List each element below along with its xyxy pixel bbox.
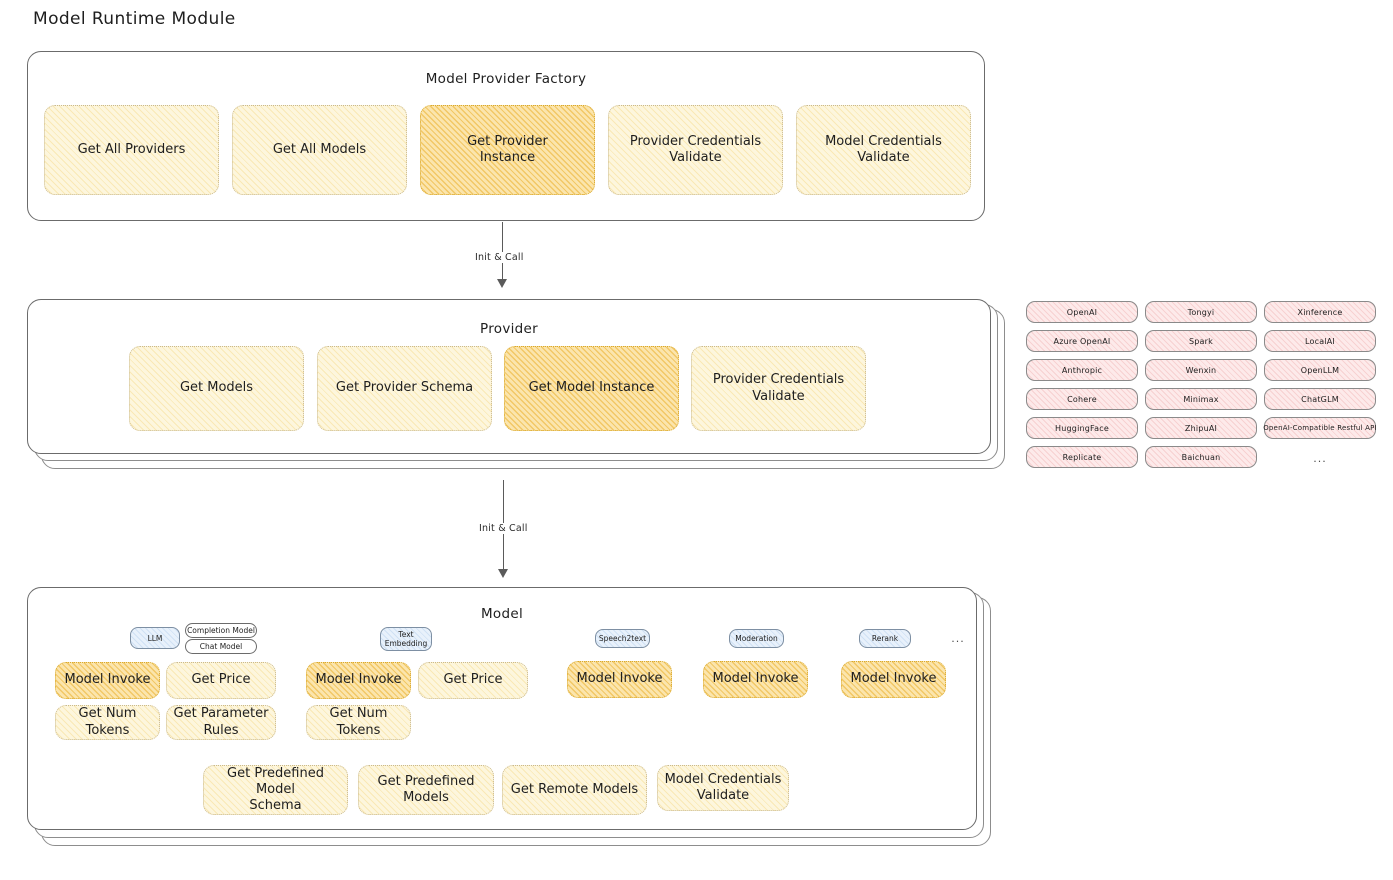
model-subtag-chat-model[interactable]: Chat Model <box>185 639 257 654</box>
model-type-tag-text-embedding[interactable]: Text Embedding <box>380 627 432 651</box>
model-type-tag-llm[interactable]: LLM <box>130 627 180 649</box>
provider-pill-openai[interactable]: OpenAI <box>1026 301 1138 323</box>
model-subtag-completion-model[interactable]: Completion Model <box>185 623 257 638</box>
arrow-provider-to-model-head <box>498 569 508 578</box>
provider-pill-cohere[interactable]: Cohere <box>1026 388 1138 410</box>
provider-pill-minimax[interactable]: Minimax <box>1145 388 1257 410</box>
model-types-more: ... <box>951 632 965 645</box>
model-provider-factory-title: Model Provider Factory <box>425 71 587 87</box>
provider-pill-xinference[interactable]: Xinference <box>1264 301 1376 323</box>
arrow-factory-to-provider-head <box>497 279 507 288</box>
provider-pill-replicate[interactable]: Replicate <box>1026 446 1138 468</box>
factory-method-get-all-models[interactable]: Get All Models <box>232 105 407 195</box>
llm-method-model-invoke[interactable]: Model Invoke <box>55 662 160 699</box>
model-type-tag-moderation[interactable]: Moderation <box>729 629 784 648</box>
model-type-tag-speech2text[interactable]: Speech2text <box>595 629 650 648</box>
rerank-method-model-invoke[interactable]: Model Invoke <box>841 661 946 698</box>
llm-method-get-parameter-rules[interactable]: Get Parameter Rules <box>166 705 276 740</box>
factory-method-get-all-providers[interactable]: Get All Providers <box>44 105 219 195</box>
speech2text-method-model-invoke[interactable]: Model Invoke <box>567 661 672 698</box>
arrow-factory-to-provider-label: Init & Call <box>472 252 527 263</box>
provider-method-get-model-instance[interactable]: Get Model Instance <box>504 346 679 431</box>
model-common-method-model-credentials-validate[interactable]: Model Credentials Validate <box>657 765 789 811</box>
provider-pill-wenxin[interactable]: Wenxin <box>1145 359 1257 381</box>
provider-pill-zhipuai[interactable]: ZhipuAI <box>1145 417 1257 439</box>
text-embedding-method-model-invoke[interactable]: Model Invoke <box>306 662 411 699</box>
model-common-method-get-predefined-model-schema[interactable]: Get Predefined Model Schema <box>203 765 348 815</box>
model-common-method-get-remote-models[interactable]: Get Remote Models <box>502 765 647 815</box>
text-embedding-method-get-price[interactable]: Get Price <box>418 662 528 699</box>
page-title: Model Runtime Module <box>33 9 236 29</box>
provider-pill-openai-compatible-restful-api[interactable]: OpenAI-Compatible Restful API <box>1263 417 1377 439</box>
arrow-provider-to-model-label: Init & Call <box>476 523 531 534</box>
provider-method-get-provider-schema[interactable]: Get Provider Schema <box>317 346 492 431</box>
model-common-method-get-predefined-models[interactable]: Get Predefined Models <box>358 765 494 815</box>
factory-method-provider-credentials-validate[interactable]: Provider Credentials Validate <box>608 105 783 195</box>
moderation-method-model-invoke[interactable]: Model Invoke <box>703 661 808 698</box>
llm-method-get-num-tokens[interactable]: Get Num Tokens <box>55 705 160 740</box>
provider-pill-anthropic[interactable]: Anthropic <box>1026 359 1138 381</box>
model-type-tag-rerank[interactable]: Rerank <box>859 629 911 648</box>
model-title: Model <box>480 606 524 622</box>
factory-method-model-credentials-validate[interactable]: Model Credentials Validate <box>796 105 971 195</box>
provider-pill-openllm[interactable]: OpenLLM <box>1264 359 1376 381</box>
text-embedding-method-get-num-tokens[interactable]: Get Num Tokens <box>306 705 411 740</box>
llm-method-get-price[interactable]: Get Price <box>166 662 276 699</box>
factory-method-get-provider-instance[interactable]: Get Provider Instance <box>420 105 595 195</box>
provider-method-get-models[interactable]: Get Models <box>129 346 304 431</box>
provider-list-more: ... <box>1313 452 1327 465</box>
provider-pill-localai[interactable]: LocalAI <box>1264 330 1376 352</box>
provider-pill-azure-openai[interactable]: Azure OpenAI <box>1026 330 1138 352</box>
provider-title: Provider <box>480 321 538 337</box>
provider-pill-tongyi[interactable]: Tongyi <box>1145 301 1257 323</box>
provider-pill-chatglm[interactable]: ChatGLM <box>1264 388 1376 410</box>
provider-pill-baichuan[interactable]: Baichuan <box>1145 446 1257 468</box>
provider-pill-spark[interactable]: Spark <box>1145 330 1257 352</box>
provider-method-provider-credentials-validate[interactable]: Provider Credentials Validate <box>691 346 866 431</box>
provider-pill-huggingface[interactable]: HuggingFace <box>1026 417 1138 439</box>
